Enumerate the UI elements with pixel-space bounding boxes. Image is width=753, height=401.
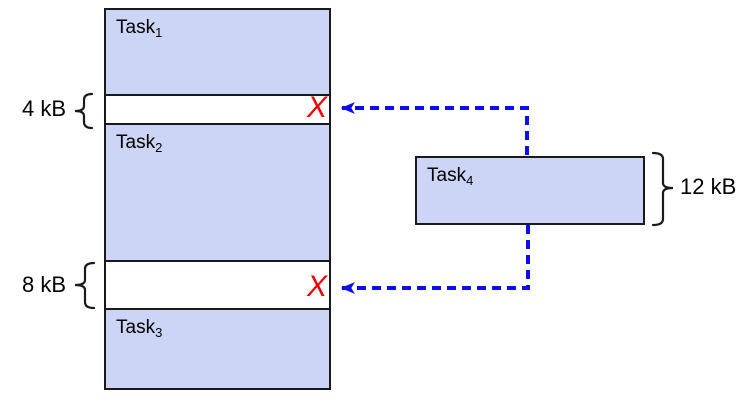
task4-label-base: Task: [427, 165, 467, 186]
task1-label-base: Task: [116, 17, 156, 38]
task3-block: Task3: [104, 308, 331, 390]
task4-size-label: 12 kB: [680, 174, 737, 199]
gap-8kb-size-label: 8 kB: [21, 272, 66, 297]
gap-4kb: [104, 96, 331, 123]
task3-label: Task3: [116, 317, 163, 340]
task2-label: Task2: [116, 132, 163, 155]
task2-label-base: Task: [116, 132, 156, 153]
task1-label-sub: 1: [155, 25, 163, 40]
task1-label: Task1: [116, 17, 163, 40]
brace-4kb: [74, 92, 94, 130]
task3-label-sub: 3: [155, 325, 163, 340]
task4-label-sub: 4: [466, 173, 474, 188]
brace-12kb: [651, 151, 674, 227]
task2-block: Task2: [104, 123, 331, 262]
task1-block: Task1: [104, 8, 331, 96]
task4-label: Task4: [427, 165, 474, 188]
task4-block: Task4: [415, 156, 645, 225]
no-fit-cross-icon-8kb: X: [306, 270, 327, 303]
gap-8kb: [104, 262, 331, 308]
brace-8kb: [74, 261, 96, 310]
gap-4kb-size-label: 4 kB: [21, 96, 66, 121]
arrow-task4-to-4kb-gap: [340, 102, 529, 155]
no-fit-cross-icon-4kb: X: [306, 91, 327, 124]
task2-label-sub: 2: [155, 140, 163, 155]
task3-label-base: Task: [116, 317, 156, 338]
arrow-task4-to-8kb-gap: [340, 225, 530, 294]
